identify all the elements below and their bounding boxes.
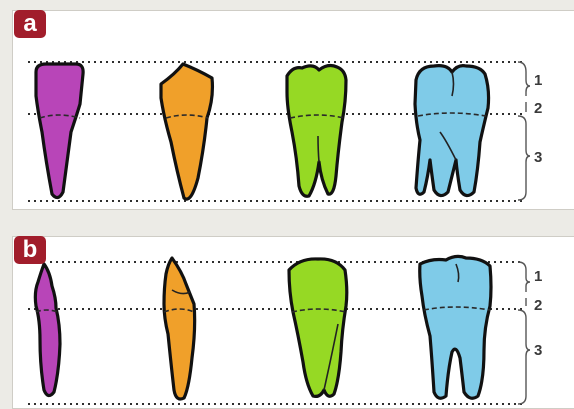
canine-tooth-b [164, 258, 195, 399]
zone-label-3-a: 3 [534, 149, 542, 166]
zone-label-2-b: 2 [534, 297, 542, 314]
molar-tooth-b [420, 256, 491, 398]
zone-label-1-b: 1 [534, 268, 542, 285]
panel-label-a: a [14, 10, 46, 38]
premolar-tooth-b [289, 259, 347, 396]
incisor-tooth-a [36, 64, 83, 198]
panel-label-b: b [14, 236, 46, 264]
zone-label-2-a: 2 [534, 100, 542, 117]
molar-tooth-a [415, 66, 489, 196]
incisor-tooth-b [35, 264, 60, 396]
premolar-tooth-a [287, 66, 346, 197]
canine-tooth-a [161, 64, 212, 199]
zone-markers-a: 1 2 3 [518, 62, 542, 200]
zone-label-3-b: 3 [534, 342, 542, 359]
zone-markers-b: 1 2 3 [518, 262, 542, 404]
zone-label-1-a: 1 [534, 72, 542, 89]
